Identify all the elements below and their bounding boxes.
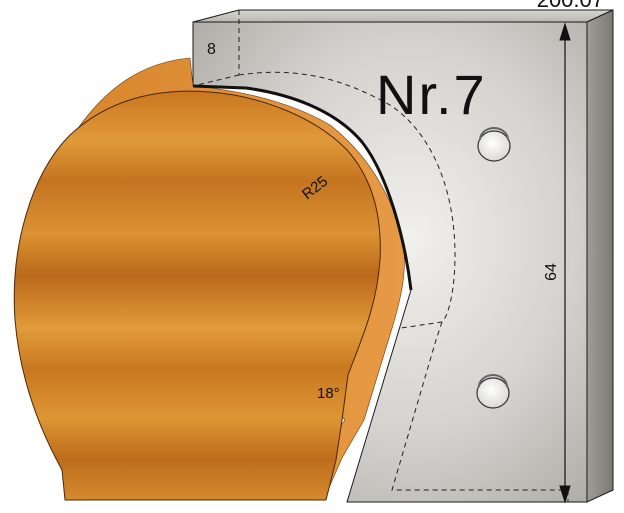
blade-title: Nr.7 (376, 63, 487, 126)
top-dimension-label: 8 (207, 41, 216, 58)
mounting-hole-upper (477, 127, 511, 162)
blade-side-face (586, 9, 614, 503)
profile-cut-line (192, 84, 413, 291)
wood-profile-face (13, 90, 381, 501)
height-dimension (559, 22, 571, 504)
mounting-hole-lower (476, 374, 510, 409)
header-code-partial: 200.07 (537, 0, 604, 12)
height-dimension-label: 64 (543, 263, 560, 281)
angle-label: 18° (317, 385, 340, 402)
